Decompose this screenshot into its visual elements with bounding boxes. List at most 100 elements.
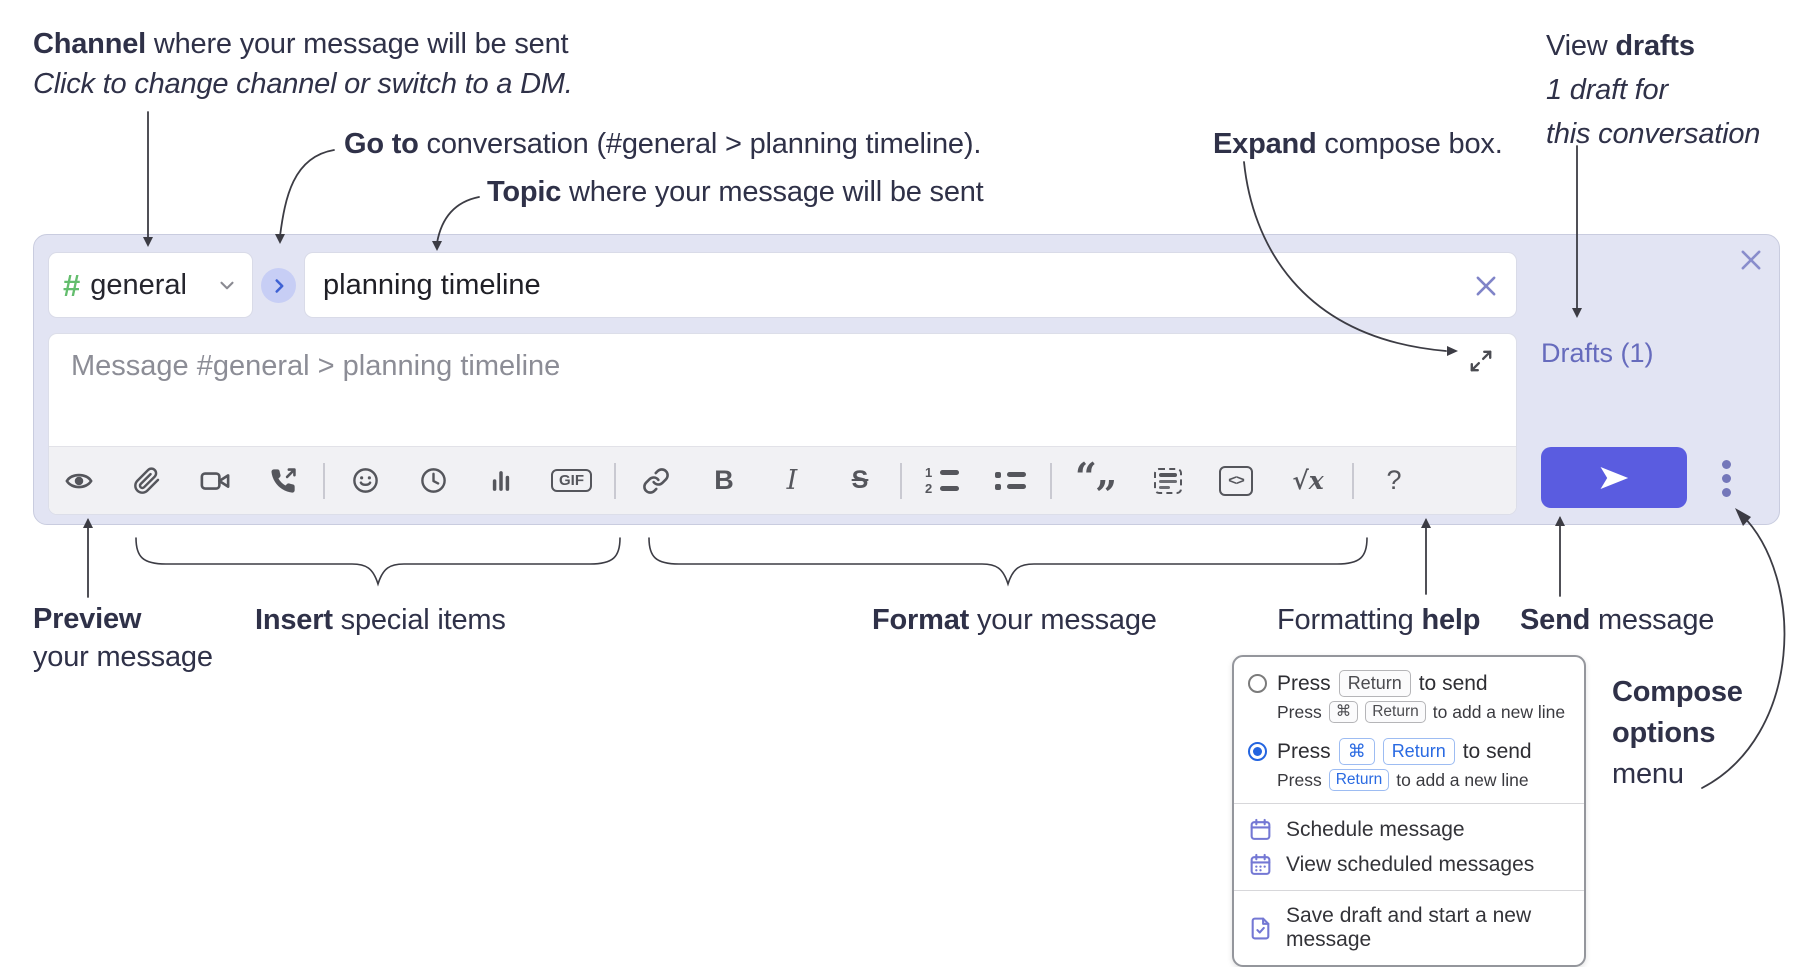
- annotation-channel-rest: where your message will be sent: [146, 28, 569, 60]
- radio-unselected[interactable]: [1248, 674, 1267, 693]
- toolbar-divider: [1050, 462, 1052, 499]
- annotation-formatting-help: Formatting help: [1277, 600, 1480, 640]
- menu-item-label: View scheduled messages: [1286, 852, 1535, 876]
- key-return: Return: [1382, 738, 1455, 765]
- compose-options-button[interactable]: [1714, 457, 1738, 499]
- annotation-help-pre: Formatting: [1277, 604, 1422, 636]
- calendar-scheduled-icon: [1248, 852, 1273, 877]
- blockquote-button[interactable]: “ ”: [1074, 453, 1118, 515]
- annotation-expand-bold: Expand: [1213, 128, 1317, 160]
- code-icon: <>: [1219, 465, 1253, 496]
- connector-goto: [279, 149, 335, 237]
- attach-file-button[interactable]: [129, 461, 165, 501]
- key-return: Return: [1338, 670, 1411, 697]
- italic-button[interactable]: I: [774, 461, 810, 501]
- expand-icon: [1470, 350, 1492, 372]
- annotation-drafts-bold: drafts: [1615, 30, 1695, 62]
- menu-item-label: Schedule message: [1286, 817, 1465, 841]
- brace-insert: [135, 537, 621, 587]
- clock-icon: [420, 468, 446, 493]
- menu-item-view-scheduled[interactable]: View scheduled messages: [1234, 847, 1584, 882]
- brace-format: [648, 537, 1368, 587]
- channel-picker[interactable]: # general: [48, 252, 253, 318]
- close-compose-button[interactable]: [1734, 243, 1768, 277]
- message-placeholder: Message #general > planning timeline: [71, 350, 561, 382]
- formula-button[interactable]: √x: [1286, 461, 1330, 501]
- annotation-goto: Go to conversation (#general > planning …: [344, 124, 981, 164]
- annotation-format: Format your message: [872, 600, 1157, 640]
- annotation-topic: Topic where your message will be sent: [487, 172, 984, 212]
- formatting-help-button[interactable]: ?: [1376, 461, 1412, 501]
- emoji-button[interactable]: [347, 461, 383, 501]
- annotation-expand-rest: compose box.: [1316, 128, 1503, 160]
- expand-compose-button[interactable]: [1466, 346, 1496, 376]
- blockquote-icon: “ ”: [1075, 453, 1117, 515]
- bold-button[interactable]: B: [706, 461, 742, 501]
- preview-button[interactable]: [61, 461, 97, 501]
- kebab-dot: [1721, 473, 1731, 483]
- save-draft-icon: [1248, 916, 1273, 941]
- kebab-dot: [1721, 459, 1731, 469]
- annotation-expand: Expand compose box.: [1213, 124, 1503, 164]
- code-snippet-button[interactable]: <>: [1218, 461, 1254, 501]
- annotation-compose-line3: menu: [1612, 758, 1684, 790]
- insert-link-button[interactable]: [638, 461, 674, 501]
- toolbar-divider: [900, 462, 902, 499]
- annotation-topic-rest: where your message will be sent: [561, 176, 984, 208]
- annotation-send-bold: Send: [1520, 604, 1591, 636]
- calendar-icon: [1248, 817, 1273, 842]
- annotation-preview-rest: your message: [33, 641, 213, 673]
- channel-name: general: [90, 268, 187, 301]
- goto-conversation-button[interactable]: [261, 268, 296, 303]
- audio-call-button[interactable]: [265, 461, 301, 501]
- poll-button[interactable]: [483, 461, 519, 501]
- key-cmd: ⌘: [1338, 738, 1375, 765]
- annotation-insert: Insert special items: [255, 600, 506, 640]
- ordered-list-button[interactable]: 1 2: [924, 461, 960, 501]
- annotation-help-bold: help: [1421, 604, 1481, 636]
- option-cmd-return-to-send[interactable]: Press ⌘ Return to send: [1234, 735, 1584, 768]
- video-clip-button[interactable]: [197, 461, 233, 501]
- menu-item-schedule-message[interactable]: Schedule message: [1234, 812, 1584, 847]
- code-block-button[interactable]: [1150, 461, 1186, 501]
- key-return: Return: [1365, 701, 1426, 723]
- radio-selected[interactable]: [1248, 742, 1267, 761]
- gif-button[interactable]: GIF: [551, 461, 592, 501]
- option-subtext-label: to add a new line: [1432, 701, 1566, 722]
- video-camera-icon: [200, 471, 230, 490]
- menu-divider: [1234, 803, 1584, 804]
- compose-box: # general planning timeline Drafts (1) M…: [33, 234, 1780, 525]
- menu-item-save-draft[interactable]: Save draft and start a new message: [1234, 899, 1584, 957]
- key-return: Return: [1328, 769, 1390, 791]
- annotation-topic-bold: Topic: [487, 176, 562, 208]
- eye-icon: [65, 473, 93, 488]
- schedule-send-button[interactable]: [415, 461, 451, 501]
- message-input[interactable]: Message #general > planning timeline: [49, 334, 1516, 446]
- strikethrough-button[interactable]: S: [842, 461, 878, 501]
- bullet-list-button[interactable]: [992, 461, 1028, 501]
- annotation-channel-bold: Channel: [33, 28, 146, 60]
- drafts-link[interactable]: Drafts (1): [1541, 338, 1654, 368]
- kebab-dot: [1721, 487, 1731, 497]
- option-subtext-label: Press: [1277, 769, 1322, 790]
- topic-input[interactable]: planning timeline: [304, 252, 1517, 318]
- italic-icon: I: [786, 465, 798, 496]
- send-button[interactable]: [1541, 447, 1687, 508]
- annotation-send: Send message: [1520, 600, 1714, 640]
- option-subtext: Press ⌘ Return to add a new line: [1234, 700, 1584, 727]
- emoji-smile-icon: [352, 468, 378, 493]
- annotation-preview: Preview your message: [33, 600, 213, 676]
- option-text: to send: [1418, 671, 1488, 695]
- annotation-channel: Channel where your message will be sent …: [33, 24, 573, 104]
- key-cmd: ⌘: [1328, 701, 1359, 723]
- bar-chart-icon: [492, 470, 510, 491]
- annotation-send-rest: message: [1590, 604, 1715, 636]
- clear-topic-button[interactable]: [1470, 270, 1502, 302]
- chevron-down-icon: [220, 281, 234, 290]
- annotation-drafts-line2: 1 draft for: [1546, 74, 1668, 106]
- bold-icon: B: [714, 465, 734, 495]
- annotation-compose-line2: options: [1612, 717, 1716, 749]
- option-return-to-send[interactable]: Press Return to send: [1234, 667, 1584, 700]
- menu-divider: [1234, 890, 1584, 891]
- option-subtext: Press Return to add a new line: [1234, 768, 1584, 795]
